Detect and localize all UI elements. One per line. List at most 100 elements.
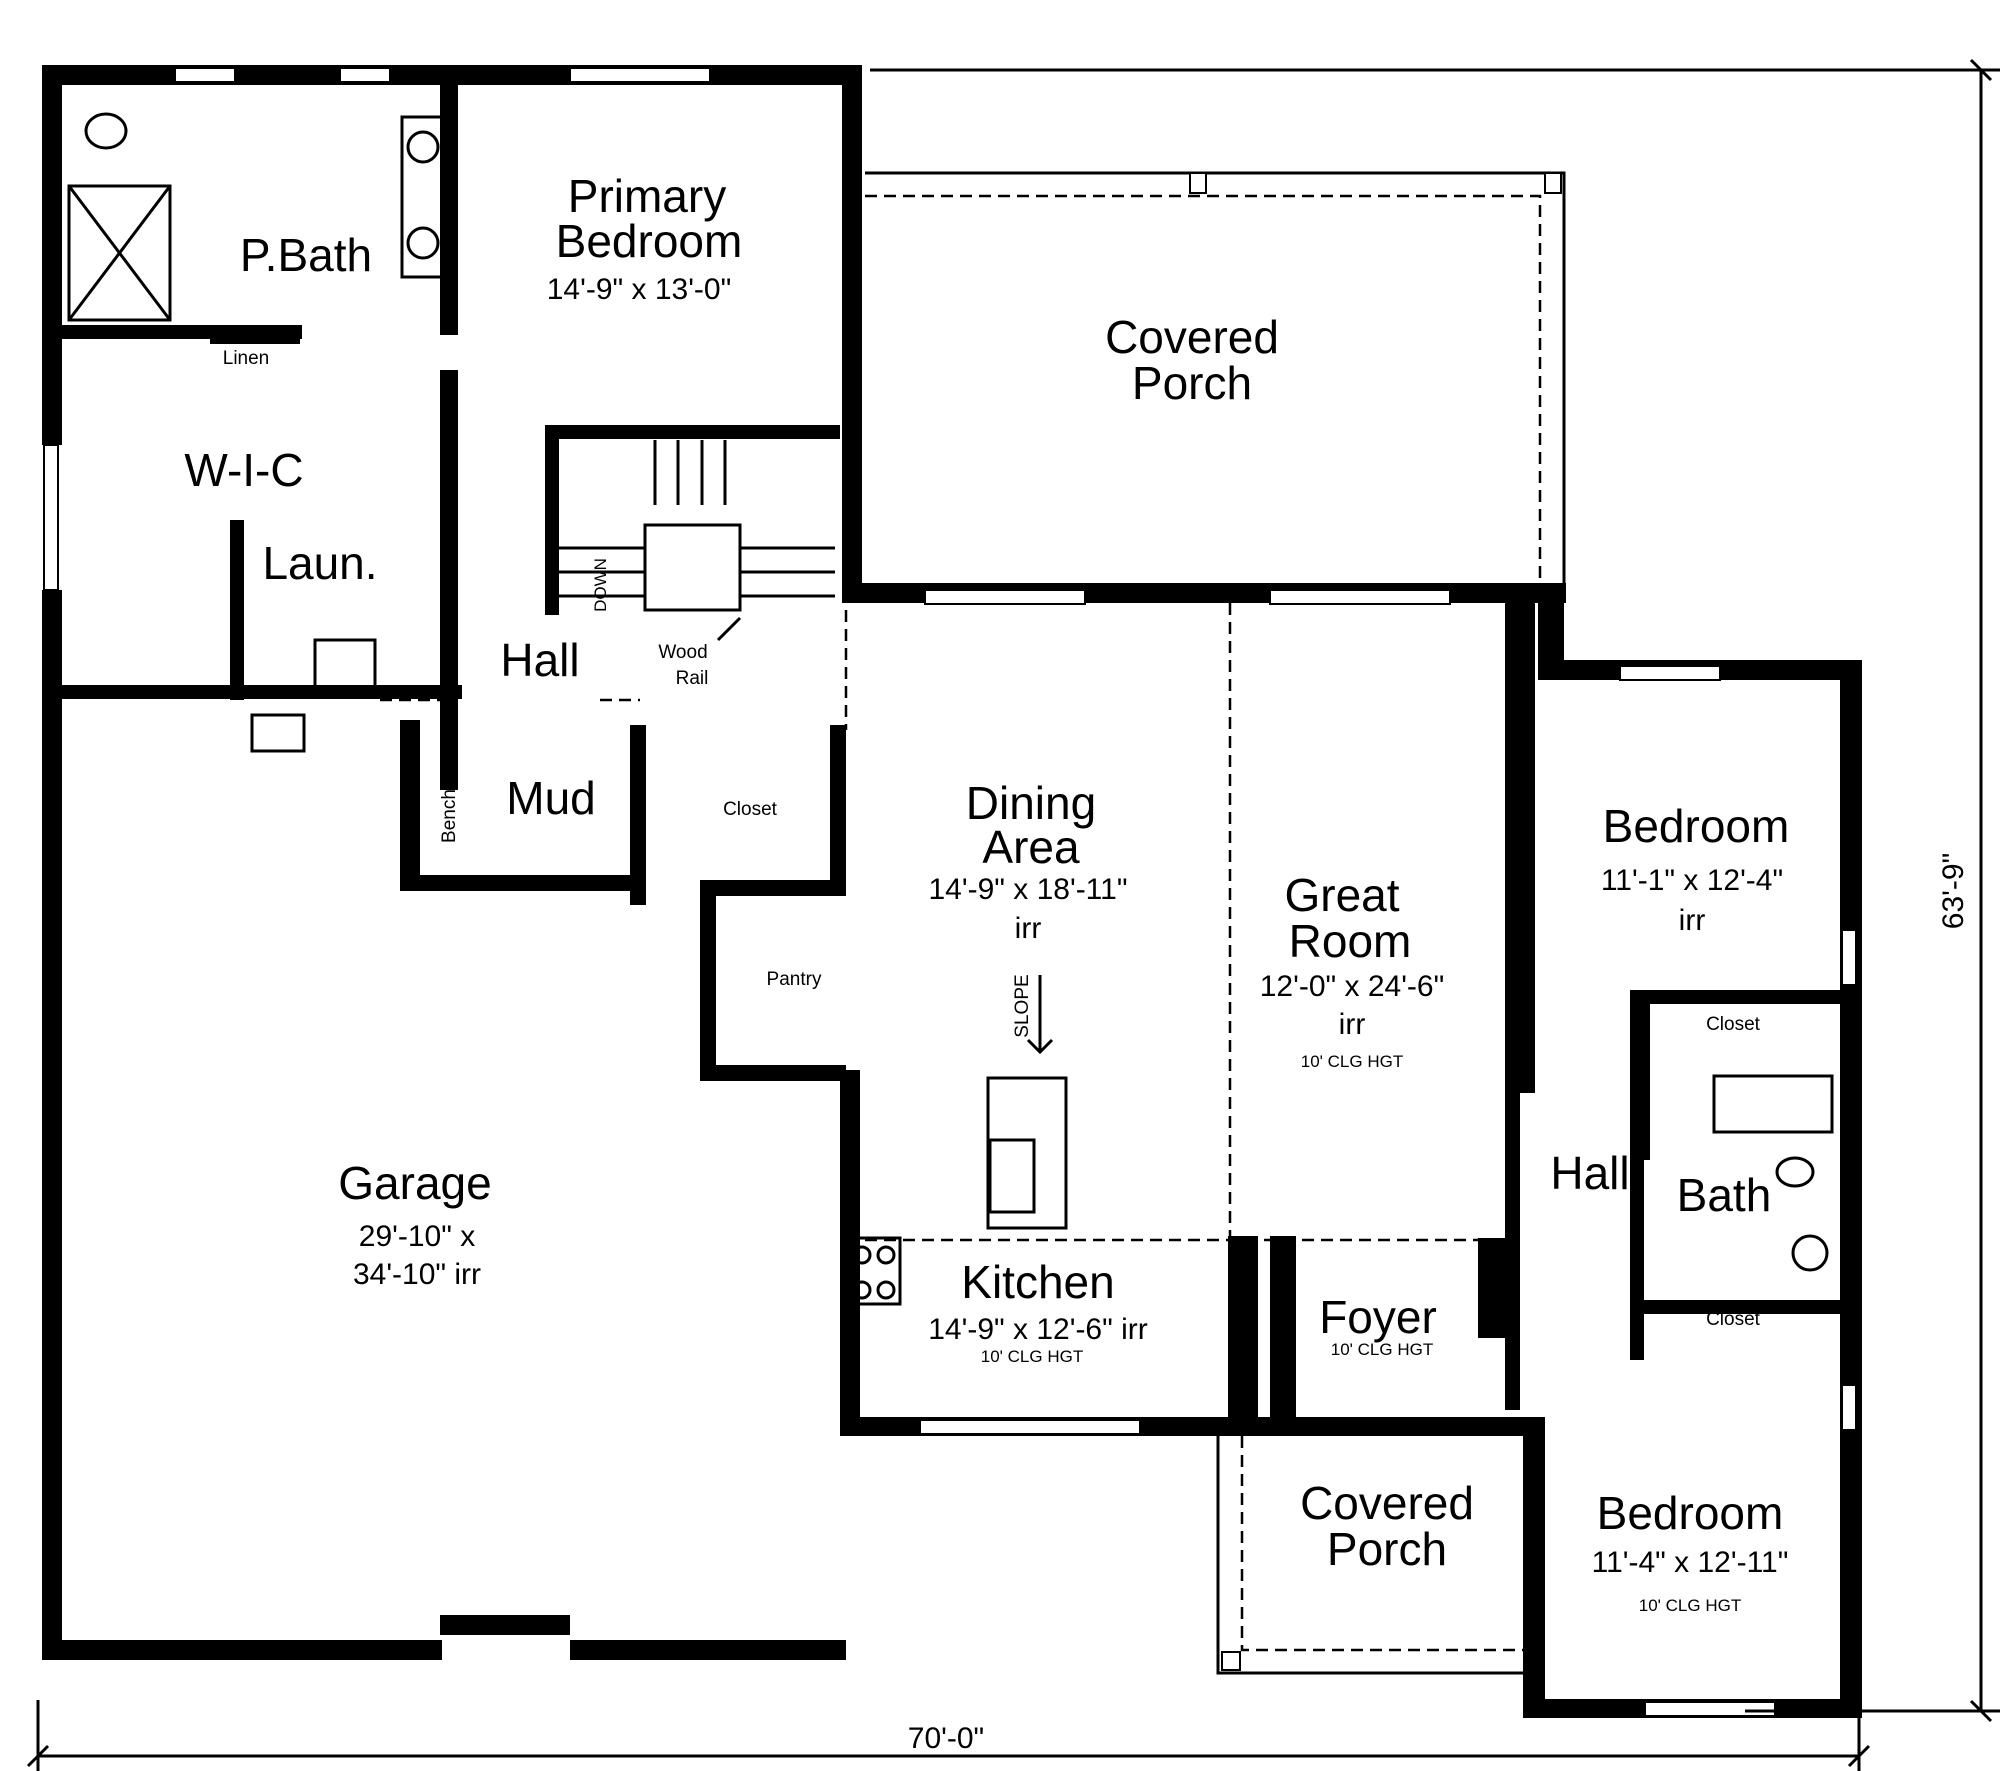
wic-label: W-I-C bbox=[184, 444, 303, 496]
wall-segment bbox=[1478, 1238, 1508, 1338]
hall-label: Hall bbox=[500, 634, 579, 686]
wall-segment bbox=[440, 370, 458, 790]
wall-segment bbox=[1630, 990, 1840, 1004]
bedroom-2-note: irr bbox=[1679, 904, 1706, 937]
dining-area-size: 14'-9" x 18'-11" bbox=[929, 873, 1128, 906]
great-room-name: Room bbox=[1289, 915, 1412, 967]
window bbox=[919, 1419, 1141, 1435]
wall-segment bbox=[700, 880, 846, 896]
wall-segment bbox=[700, 880, 716, 1080]
wall-segment bbox=[42, 65, 862, 85]
fixtures bbox=[67, 112, 1834, 1306]
stairs-down-label: DOWN bbox=[591, 558, 610, 612]
pantry-label: Pantry bbox=[767, 969, 822, 990]
wood-rail-label: Wood bbox=[658, 642, 707, 663]
wall-segment bbox=[1538, 583, 1564, 673]
bedroom-3-size: 11'-4" x 12'-11" bbox=[1592, 1546, 1789, 1579]
wall-segment bbox=[42, 65, 62, 445]
wall-segment bbox=[42, 1640, 442, 1660]
wall-segment bbox=[1630, 1300, 1840, 1314]
wall-segment bbox=[1523, 1420, 1545, 1710]
foyer-ceiling: 10' CLG HGT bbox=[1331, 1340, 1433, 1359]
great-room-size: 12'-0" x 24'-6" bbox=[1260, 970, 1445, 1003]
wall-segment bbox=[842, 65, 862, 603]
wall-segment bbox=[1228, 1236, 1258, 1436]
kitchen-size: 14'-9" x 12'-6" irr bbox=[928, 1313, 1148, 1346]
bedroom-3-ceiling: 10' CLG HGT bbox=[1639, 1596, 1741, 1615]
rear-covered-porch-name: Covered bbox=[1105, 311, 1279, 363]
window bbox=[1644, 1701, 1776, 1717]
garage-size: 29'-10" x bbox=[359, 1220, 475, 1253]
wall-segment bbox=[210, 330, 300, 344]
dimension-lines bbox=[26, 58, 2000, 1771]
bench-label: Bench bbox=[439, 789, 460, 843]
interior-dashed-lines bbox=[380, 603, 1480, 1242]
p-bath-label: P.Bath bbox=[240, 229, 372, 281]
wall-segment bbox=[400, 720, 420, 890]
wall-segment bbox=[62, 685, 462, 699]
wall-segment bbox=[440, 1615, 570, 1635]
window bbox=[924, 589, 1086, 605]
wall-segment bbox=[545, 425, 840, 439]
dining-area-name: Area bbox=[982, 821, 1080, 873]
window bbox=[1619, 665, 1721, 681]
bedroom-2-size: 11'-1" x 12'-4" bbox=[1601, 864, 1783, 897]
wood-rail-label: Rail bbox=[676, 668, 709, 689]
bedroom-3-closet-label: Closet bbox=[1706, 1309, 1761, 1330]
front-covered-porch-name: Porch bbox=[1327, 1523, 1447, 1575]
wall-segment bbox=[630, 725, 646, 905]
window bbox=[1841, 929, 1857, 986]
mud-label: Mud bbox=[506, 772, 595, 824]
dining-area-note: irr bbox=[1015, 912, 1042, 945]
window bbox=[1269, 589, 1451, 605]
garage-size: 34'-10" irr bbox=[353, 1258, 481, 1291]
foyer-closet-label: Closet bbox=[1487, 1254, 1508, 1309]
kitchen-name: Kitchen bbox=[961, 1256, 1114, 1308]
overall-depth-label: 63'-9" bbox=[1937, 853, 1970, 929]
primary-bedroom-name: Primary bbox=[568, 170, 726, 222]
wall-segment bbox=[700, 1065, 846, 1081]
rear-covered-porch-name: Porch bbox=[1132, 357, 1252, 409]
bath-label: Bath bbox=[1677, 1169, 1772, 1221]
great-room-ceiling: 10' CLG HGT bbox=[1301, 1052, 1403, 1071]
wall-segment bbox=[400, 875, 630, 891]
foyer-name: Foyer bbox=[1319, 1291, 1437, 1343]
walls bbox=[42, 65, 1862, 1718]
great-room-name: Great bbox=[1284, 869, 1399, 921]
window bbox=[339, 67, 391, 83]
bedroom-2-name: Bedroom bbox=[1603, 800, 1790, 852]
wall-segment bbox=[42, 590, 62, 1655]
window bbox=[174, 67, 236, 83]
front-covered-porch-outline bbox=[1216, 1436, 1523, 1675]
bedroom-2-closet-label: Closet bbox=[1706, 1014, 1761, 1035]
garage-name: Garage bbox=[338, 1157, 491, 1209]
wall-segment bbox=[1630, 1060, 1644, 1360]
wall-segment bbox=[545, 425, 559, 615]
window bbox=[1841, 1384, 1857, 1431]
slope-label: SLOPE bbox=[1012, 974, 1033, 1037]
stairs bbox=[555, 440, 1054, 1055]
kitchen-ceiling: 10' CLG HGT bbox=[981, 1347, 1083, 1366]
laundry-label: Laun. bbox=[262, 537, 377, 589]
window bbox=[569, 67, 711, 83]
wall-segment bbox=[570, 1640, 846, 1660]
wall-segment bbox=[1840, 660, 1862, 1718]
front-covered-porch-name: Covered bbox=[1300, 1477, 1474, 1529]
bed-hall-label: Hall bbox=[1550, 1147, 1629, 1199]
wall-segment bbox=[230, 520, 244, 700]
overall-width-label: 70'-0" bbox=[908, 1722, 984, 1755]
wall-segment bbox=[1505, 603, 1535, 1093]
primary-bedroom-size: 14'-9" x 13'-0" bbox=[547, 273, 732, 306]
wall-segment bbox=[840, 1070, 860, 1430]
great-room-note: irr bbox=[1339, 1008, 1366, 1041]
wall-segment bbox=[830, 725, 846, 885]
window bbox=[43, 444, 59, 591]
wall-segment bbox=[1270, 1236, 1296, 1426]
rear-covered-porch-outline bbox=[865, 171, 1566, 583]
linen-label: Linen bbox=[223, 348, 270, 369]
wall-segment bbox=[1505, 1080, 1520, 1410]
bedroom-3-name: Bedroom bbox=[1597, 1487, 1784, 1539]
dining-area-name: Dining bbox=[966, 777, 1096, 829]
mud-closet-label: Closet bbox=[723, 799, 778, 820]
